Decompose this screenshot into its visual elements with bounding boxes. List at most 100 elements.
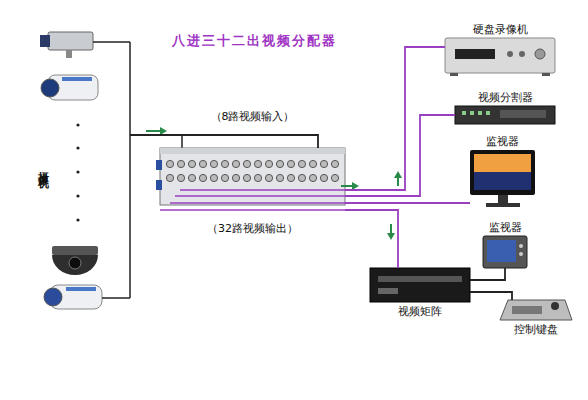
signal-cable [345,210,398,268]
camera-bracket [66,50,72,58]
monitor-frame [470,150,535,195]
camera-body [48,32,93,50]
video-matrix: 视频矩阵 [370,268,470,302]
dvr-device: 硬盘录像机 [445,38,555,73]
bnc-jack [221,174,228,181]
bnc-jack [331,160,338,167]
dvr-button [519,51,525,57]
bnc-jack [243,174,250,181]
flow-arrow [394,171,402,178]
ellipsis-dot [76,146,79,149]
dvr-button [507,51,513,57]
camera-group: 摄像机 [15,20,130,320]
flow-arrow [390,224,392,233]
video-splitter: 视频分割器 [455,106,555,124]
output-wire [175,195,345,197]
monitor-sea [474,172,531,190]
camera-lens [41,79,59,97]
bnc-jack [320,174,327,181]
device-label: 视频矩阵 [398,305,442,318]
flow-arrow [146,130,160,132]
splitter-body [455,106,555,124]
bnc-jack [276,174,283,181]
bnc-jack [199,160,206,167]
signal-cable [130,135,318,148]
keyboard-body [500,300,572,320]
output-wire [170,202,345,204]
rack-ear [156,160,162,170]
flow-arrow [397,178,399,186]
signal-cable [345,115,455,196]
bnc-jack [298,160,305,167]
keyboard-joystick [551,302,559,310]
bnc-jacks [166,160,338,181]
bnc-jack [331,174,338,181]
splitter-led [486,111,490,115]
monitor-sky [474,154,531,172]
device-label: 监视器 [486,135,519,148]
bnc-jack [177,174,184,181]
bnc-jack [210,160,217,167]
distributor-rack [160,148,345,205]
ellipsis-dot [76,170,79,173]
dome-cover [52,255,98,275]
bnc-jack [265,174,272,181]
flow-arrow [352,182,359,190]
splitter-panel [500,110,546,118]
bnc-jack [287,174,294,181]
camera-lens [40,35,50,47]
output-wire [180,189,345,191]
splitter-led [470,111,474,115]
bnc-jack [309,160,316,167]
dome-base [52,246,98,255]
signal-cable [345,47,445,190]
bnc-jack [320,160,327,167]
signal-cable [470,268,505,280]
output-wire [160,209,345,211]
keyboard-keys [512,306,542,314]
camera-stripe [62,77,92,81]
matrix-panel [378,288,398,294]
monitor-device: 监视器 [470,150,535,208]
dvr-knob [535,49,545,59]
ellipsis-dot [76,123,79,126]
bnc-jack [232,160,239,167]
camera-wire [129,42,131,298]
device-label: （32路视频输出） [207,222,298,235]
bnc-jack [166,174,173,181]
camera-stripe [66,287,96,291]
rack-strip [160,148,345,154]
input-drop [181,135,183,148]
device-label: 控制键盘 [514,323,558,336]
bnc-jack [254,174,261,181]
flow-arrow [387,233,395,240]
camera-wire [93,41,130,43]
splitter-led [462,111,466,115]
camera-lens [69,257,81,269]
bnc-jack [287,160,294,167]
signal-cable [345,202,470,204]
monitor-screen [487,240,516,262]
monitor-device: 监视器 [483,236,527,268]
monitor-knob [519,244,523,248]
monitor-knob [519,252,523,256]
ellipsis-dot [76,218,79,221]
ellipsis-dot [76,194,79,197]
bnc-jack [232,174,239,181]
diagram-title: 八进三十二出视频分配器 [172,32,337,50]
bnc-jack [188,174,195,181]
control-keyboard: 控制键盘 [500,300,572,320]
bnc-jack [243,160,250,167]
splitter-led [478,111,482,115]
camera-wire [102,297,130,299]
bnc-jack [188,160,195,167]
dvr-display [455,49,495,59]
dvr-foot [450,73,458,76]
monitor-frame [483,236,527,268]
device-label: 硬盘录像机 [473,23,528,36]
bnc-jack [298,174,305,181]
device-label: 监视器 [489,221,522,234]
